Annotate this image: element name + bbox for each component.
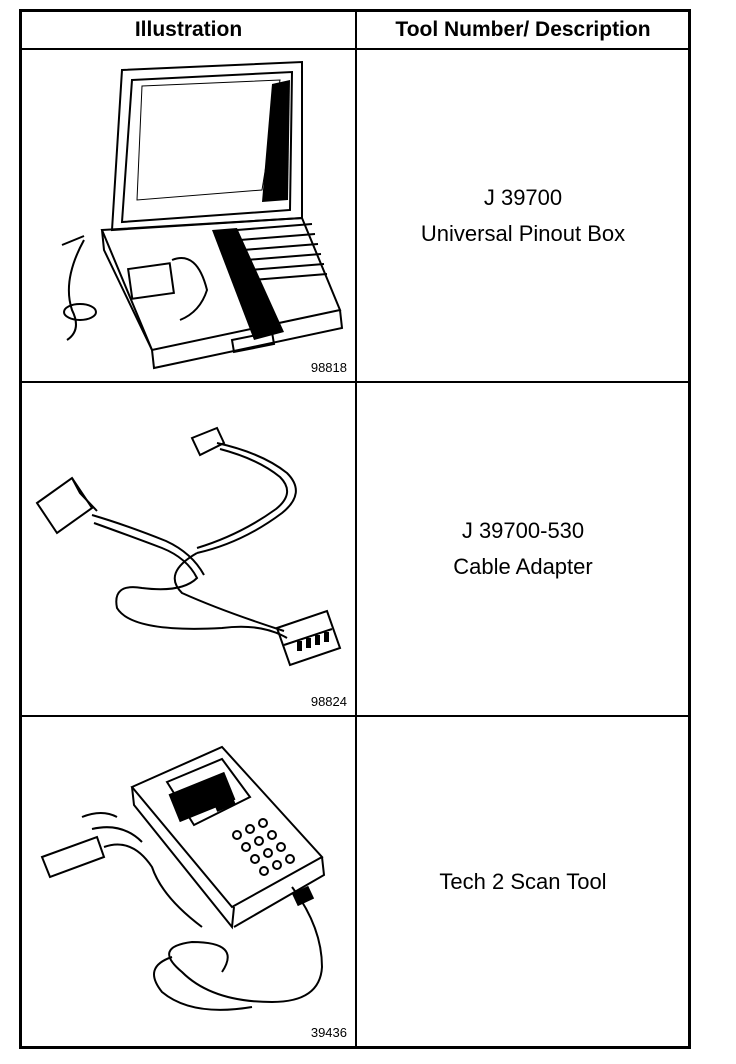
tech2-scan-tool-icon <box>40 745 326 1011</box>
table-row-description: J 39700 Universal Pinout Box <box>358 50 688 381</box>
column-divider <box>355 12 357 1046</box>
row-divider <box>22 381 688 383</box>
figure-number: 39436 <box>310 1025 347 1040</box>
table-row-illustration: 98824 <box>22 383 355 715</box>
table-row-illustration: 98818 <box>22 50 355 381</box>
header-illustration: Illustration <box>134 18 243 41</box>
tool-description: Universal Pinout Box <box>420 220 626 246</box>
tool-description: Cable Adapter <box>453 554 593 579</box>
cable-adapter-icon <box>35 426 342 667</box>
tool-number: J 39700-530 <box>461 518 585 543</box>
tool-number: J 39700 <box>483 184 563 210</box>
tool-description: Tech 2 Scan Tool <box>439 868 607 894</box>
header-tool-description: Tool Number/ Description <box>395 18 651 41</box>
tools-table: Illustration Tool Number/ Description <box>19 9 691 1049</box>
figure-number: 98818 <box>310 360 347 375</box>
figure-number: 98824 <box>310 694 347 709</box>
row-divider <box>22 715 688 717</box>
table-row-description: Tech 2 Scan Tool <box>358 717 688 1046</box>
pinout-box-case-icon <box>61 60 344 370</box>
table-row-illustration: 39436 <box>22 717 355 1046</box>
header-divider <box>22 48 688 50</box>
table-row-description: J 39700-530 Cable Adapter <box>358 383 688 715</box>
